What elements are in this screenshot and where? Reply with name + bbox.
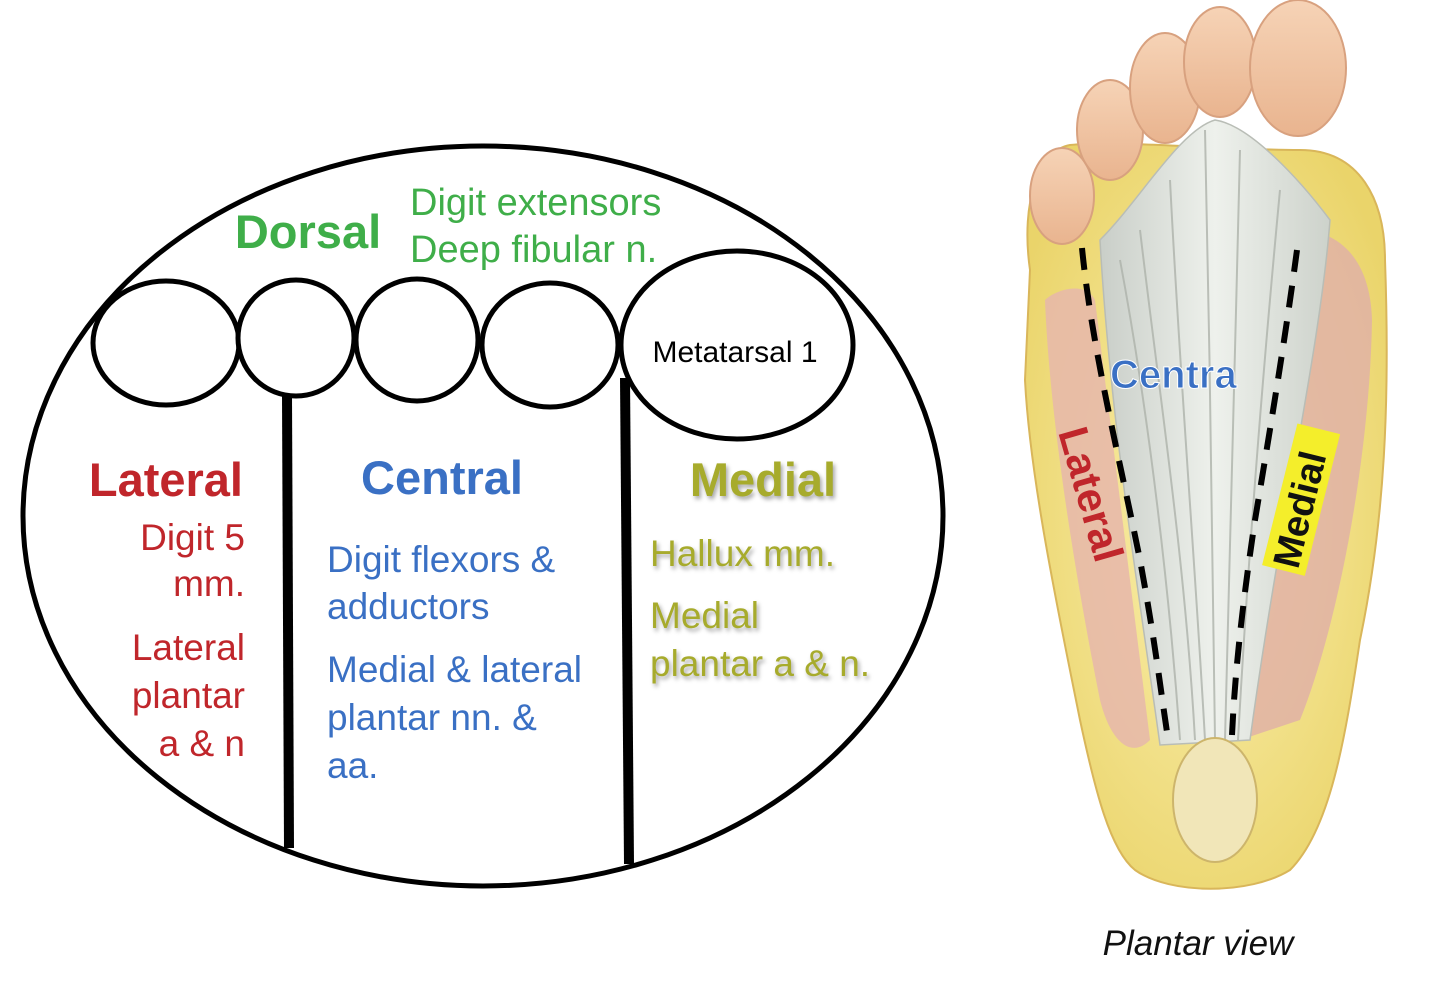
metatarsal-4-circle [235,277,357,399]
medial-title: Medial [690,453,836,506]
medial-line-3: plantar a & n. [650,643,870,684]
tendon-fibers [1119,129,1281,741]
toe-1 [1249,0,1347,137]
medial-line-2: Medial [650,595,759,636]
medial-line-1: Hallux mm. [650,533,835,574]
dorsal-line-2: Deep fibular n. [410,229,657,271]
lateral-line-3: Lateral [132,627,245,668]
medial-dashed-boundary [1229,249,1300,736]
foot-illustration: Centra Lateral Medial Plantar view [1023,0,1388,963]
toes [1029,0,1347,245]
lateral-line-4: plantar [132,675,245,716]
lateral-title: Lateral [89,453,243,506]
lateral-line-5: a & n [159,723,245,764]
central-line-3: Medial & lateral [327,649,582,690]
central-line-5: aa. [327,745,378,786]
foot-medial-label-background [1262,423,1341,576]
central-medial-septum [620,377,634,865]
metatarsal-1-label: Metatarsal 1 [652,336,817,369]
central-line-4: plantar nn. & [327,697,537,738]
central-line-2: adductors [327,586,490,627]
metatarsal-1-circle [618,248,856,442]
lateral-muscle-region [1045,288,1150,748]
metatarsal-circles [90,248,856,442]
lateral-dashed-boundary [1079,247,1170,733]
cross-section-diagram: Dorsal Digit extensors Deep fibular n. M… [20,143,946,889]
foot-central-label: Centra [1110,353,1237,397]
central-title: Central [361,451,523,504]
lateral-line-1: Digit 5 [140,517,245,558]
toe-2 [1183,6,1257,118]
toe-5 [1029,147,1095,245]
lateral-central-septum [282,394,294,849]
metatarsal-3-circle [353,276,481,404]
dorsal-title: Dorsal [235,205,381,258]
dorsal-line-1: Digit extensors [410,182,661,224]
foot-caption: Plantar view [1103,924,1296,963]
metatarsal-5-circle [90,278,242,408]
heel-pad [1172,737,1258,863]
metatarsal-2-circle [479,280,621,410]
lateral-line-2: mm. [173,563,245,604]
central-line-1: Digit flexors & [327,539,556,580]
